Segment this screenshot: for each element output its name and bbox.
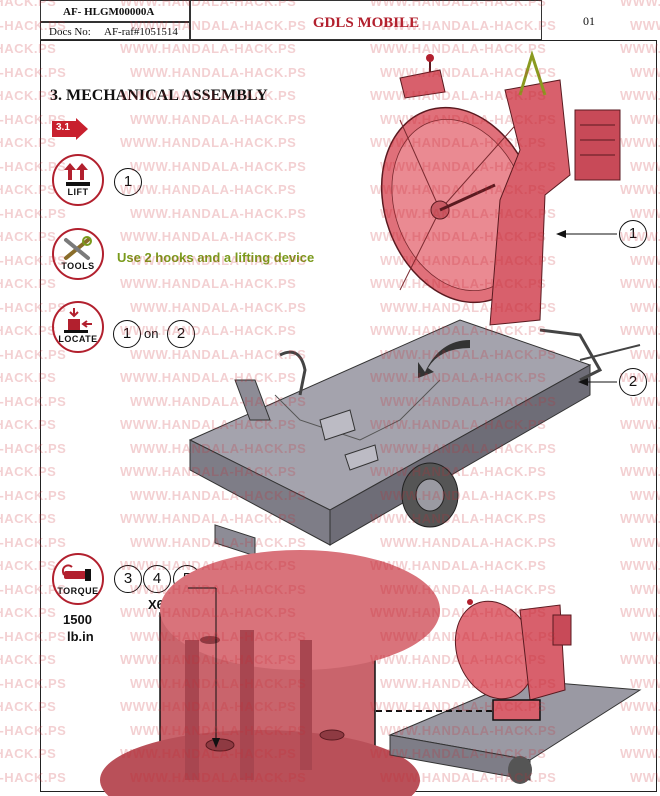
tools-icon: TOOLS [52, 228, 104, 280]
torque-icon-label: TORQUE [57, 586, 99, 596]
locate-callout-b: 2 [167, 320, 195, 348]
page-number: 01 [583, 14, 595, 28]
tools-instruction: Use 2 hooks and a lifting device [117, 250, 315, 265]
torque-callout-3: 3 [114, 565, 142, 593]
detail-inset [100, 550, 440, 796]
lift-callout: 1 [114, 168, 142, 196]
header-title-box: GDLS MOBILE [190, 0, 542, 40]
trailer-drawing [188, 319, 641, 557]
locate-joiner: on [144, 326, 159, 341]
torque-multiplier: X6 [148, 597, 164, 612]
header-docs-no-box: Docs No: AF-raf#1051514 [40, 22, 190, 40]
torque-icon: TORQUE [52, 553, 104, 605]
lift-icon-label: LIFT [67, 187, 89, 197]
doc-code: AF- HLGM00000A [63, 6, 155, 18]
docs-no-value: AF-raf#1051514 [104, 26, 178, 38]
torque-callout-4: 4 [143, 565, 171, 593]
figure-callout-trailer: 2 [619, 368, 647, 396]
locate-icon: LOCATE [52, 301, 104, 353]
header-doc-code-box: AF- HLGM00000A [40, 0, 190, 22]
step-badge-label: 3.1 [56, 122, 70, 133]
torque-value: 1500 [63, 612, 92, 627]
tools-icon-label: TOOLS [61, 261, 95, 271]
step-badge: 3.1 [52, 118, 90, 145]
figure-callout-antenna: 1 [619, 220, 647, 248]
torque-unit: lb.in [67, 629, 94, 644]
docs-no-label: Docs No: [49, 26, 91, 38]
locate-callout-a: 1 [113, 320, 141, 348]
doc-title: GDLS MOBILE [312, 15, 420, 31]
overview-assembly [388, 599, 642, 784]
locate-icon-label: LOCATE [58, 334, 98, 344]
lift-icon: LIFT [52, 154, 104, 206]
antenna-drawing [380, 49, 621, 326]
section-title: 3. MECHANICAL ASSEMBLY [50, 87, 268, 104]
